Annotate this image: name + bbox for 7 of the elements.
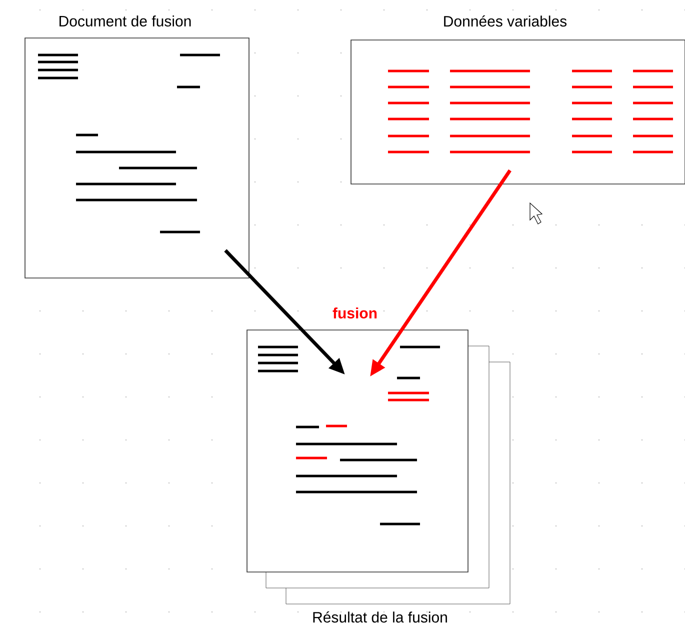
node-label: Résultat de la fusion <box>313 611 447 623</box>
node-label: Données variables <box>444 15 567 27</box>
document-page: Document de fusion <box>24 16 250 278</box>
page-stack: Résultat de la fusion <box>246 330 510 623</box>
data-sheet: Données variables <box>350 15 685 184</box>
node-label: Document de fusion <box>60 15 191 26</box>
edge-label: fusion <box>332 306 378 320</box>
